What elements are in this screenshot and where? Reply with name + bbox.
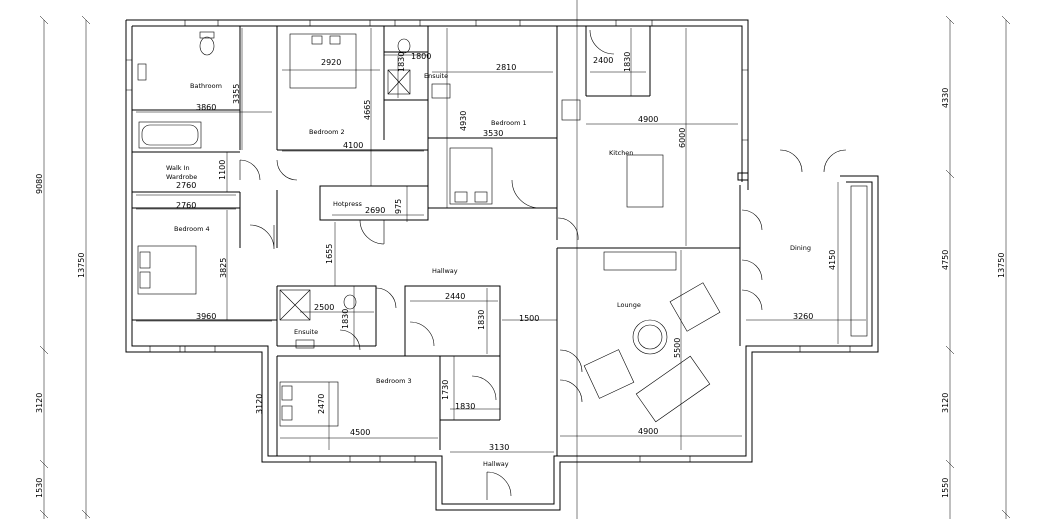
dim-walkin-width: 2760 <box>176 181 196 190</box>
dim-kitchen-top-height: 1830 <box>623 52 632 72</box>
dim-wardrobe-width: 1830 <box>455 402 475 411</box>
dim-store-width: 2440 <box>445 292 465 301</box>
rail-left-mid: 3120 <box>35 393 44 413</box>
dim-hotpress-width: 2690 <box>365 206 385 215</box>
dim-bed3-height: 2470 <box>317 394 326 414</box>
dim-bed4-top-width: 2760 <box>176 201 196 210</box>
rail-right-lower: 3120 <box>941 393 950 413</box>
room-ensuite-top: Ensuite <box>424 72 448 80</box>
dim-bed1-lower-width: 3530 <box>483 129 503 138</box>
room-bedroom3: Bedroom 3 <box>376 377 412 385</box>
dim-ensuite-top-height: 1830 <box>397 52 406 72</box>
dim-lounge-height: 5500 <box>673 338 682 358</box>
outer-walls <box>125 19 879 511</box>
rail-right-total: 13750 <box>997 253 1006 278</box>
dim-lounge-width: 4900 <box>638 427 658 436</box>
dim-bed2-lower-width: 4100 <box>343 141 363 150</box>
rail-right-mid: 4750 <box>941 250 950 270</box>
dim-bed3-width: 4500 <box>350 428 370 437</box>
dim-bed1-width: 2810 <box>496 63 516 72</box>
dim-wardrobe-height: 1730 <box>441 380 450 400</box>
dim-bed3-wing-height: 3120 <box>255 394 264 414</box>
dim-hall-width: 1500 <box>519 314 539 323</box>
dim-store-height: 1830 <box>477 310 486 330</box>
interior-walls <box>132 26 741 456</box>
rail-right-bottom: 1550 <box>941 478 950 498</box>
dimension-lines <box>136 28 866 456</box>
room-bedroom4: Bedroom 4 <box>174 225 210 233</box>
room-hallway: Hallway <box>432 267 458 275</box>
side-rails <box>39 0 1011 519</box>
dim-bed2-height: 4665 <box>363 100 372 120</box>
dim-bed4-width: 3960 <box>196 312 216 321</box>
room-walkin-2: Wardrobe <box>166 173 197 181</box>
room-bedroom1: Bedroom 1 <box>491 119 527 127</box>
dim-ensuite-b-height: 1830 <box>341 309 350 329</box>
room-bathroom: Bathroom <box>190 82 222 90</box>
dim-ensuite-b-width: 2500 <box>314 303 334 312</box>
room-hallway-bottom: Hallway <box>483 460 509 468</box>
room-kitchen: Kitchen <box>609 149 633 157</box>
dim-hall-bottom-width: 3130 <box>489 443 509 452</box>
room-dining: Dining <box>790 244 811 252</box>
dim-bathroom-width: 3860 <box>196 103 216 112</box>
room-ensuite-bottom: Ensuite <box>294 328 318 336</box>
dim-hall-height: 1655 <box>325 244 334 264</box>
room-hotpress: Hotpress <box>333 200 362 208</box>
rail-left-upper: 9080 <box>35 174 44 194</box>
room-labels: Bathroom Bedroom 2 Ensuite Bedroom 1 Kit… <box>166 72 811 468</box>
dim-dining-height: 4150 <box>828 250 837 270</box>
dim-walkin-height: 1100 <box>218 160 227 180</box>
dim-bed2-width: 2920 <box>321 58 341 67</box>
dim-kitchen-width: 4900 <box>638 115 658 124</box>
room-bedroom2: Bedroom 2 <box>309 128 345 136</box>
dim-dining-width: 3260 <box>793 312 813 321</box>
dim-bed1-height: 4930 <box>459 111 468 131</box>
dim-hotpress-height: 975 <box>394 199 403 214</box>
side-rail-labels: 9080 13750 3120 1530 4330 4750 13750 312… <box>35 88 1006 498</box>
dim-kitchen-height: 6000 <box>678 128 687 148</box>
rail-left-total: 13750 <box>77 253 86 278</box>
dimension-labels: 3860 2920 4100 1800 2810 3530 2400 4900 … <box>176 52 813 452</box>
dim-bed4-height: 3825 <box>219 258 228 278</box>
dimension-labels-vertical: 3355 4665 1830 4930 1830 6000 1100 975 3… <box>218 52 837 414</box>
dim-ensuite-top-width: 1800 <box>411 52 431 61</box>
dim-bathroom-height: 3355 <box>232 84 241 104</box>
room-lounge: Lounge <box>617 301 641 309</box>
dim-kitchen-top-width: 2400 <box>593 56 613 65</box>
rail-left-bottom: 1530 <box>35 478 44 498</box>
room-walkin-1: Walk In <box>166 164 190 172</box>
rail-right-upper: 4330 <box>941 88 950 108</box>
fixtures <box>137 31 868 427</box>
doors <box>239 29 847 500</box>
